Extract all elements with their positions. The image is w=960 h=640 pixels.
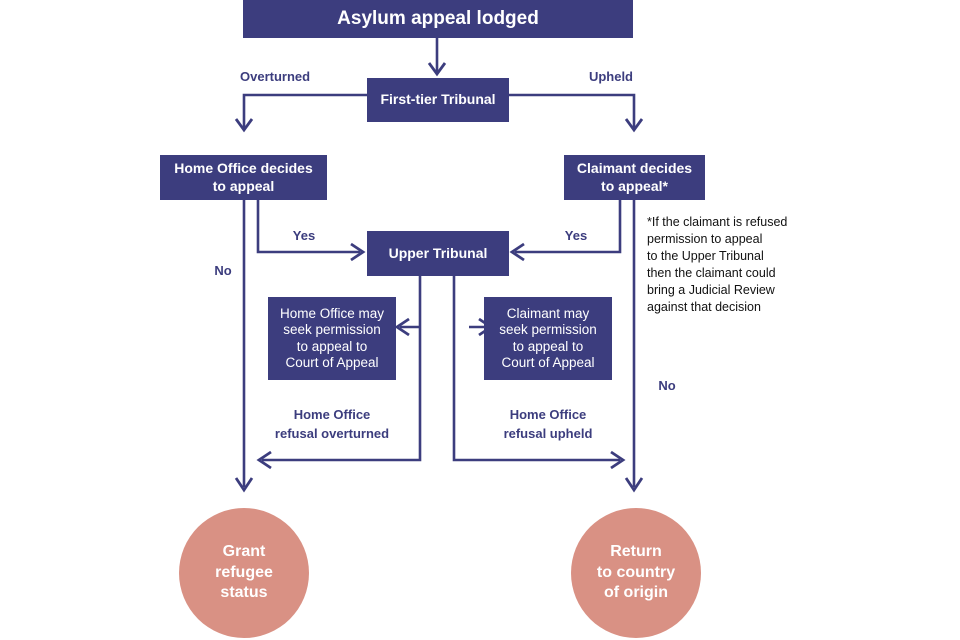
node-home-office-seek-permission[interactable]: Home Office may seek permission to appea…: [268, 297, 396, 380]
edge-label-no-right: No: [658, 378, 676, 393]
node-asylum-appeal-lodged[interactable]: Asylum appeal lodged: [243, 0, 633, 38]
outcome-return-to-country-of-origin[interactable]: Return to country of origin: [571, 508, 701, 638]
node-label: Asylum appeal lodged: [337, 8, 539, 30]
edge-label-no-left: No: [214, 263, 232, 278]
node-label: Claimant may seek permission to appeal t…: [499, 305, 597, 370]
edge-label-overturned: Overturned: [240, 69, 311, 84]
node-home-office-decides-to-appeal[interactable]: Home Office decides to appeal: [160, 155, 327, 200]
node-claimant-decides-to-appeal[interactable]: Claimant decides to appeal*: [564, 155, 705, 200]
node-upper-tribunal[interactable]: Upper Tribunal: [367, 231, 509, 276]
node-label: First-tier Tribunal: [380, 91, 496, 108]
outcome-grant-refugee-status[interactable]: Grant refugee status: [179, 508, 309, 638]
node-label: Home Office decides to appeal: [174, 160, 313, 194]
outcome-label: Grant refugee status: [215, 542, 273, 602]
node-label: Upper Tribunal: [388, 244, 488, 261]
footnote-judicial-review: *If the claimant is refused permission t…: [647, 215, 788, 314]
node-label: Claimant decides to appeal*: [576, 160, 693, 194]
node-label: Home Office may seek permission to appea…: [279, 305, 385, 370]
edge-label-yes-right: Yes: [564, 228, 588, 243]
edge-label-yes-left: Yes: [292, 228, 316, 243]
node-claimant-seek-permission[interactable]: Claimant may seek permission to appeal t…: [484, 297, 612, 380]
edge-label-home-office-refusal-upheld: Home Office refusal upheld: [503, 407, 593, 441]
node-first-tier-tribunal[interactable]: First-tier Tribunal: [367, 78, 509, 122]
outcome-label: Return to country of origin: [596, 542, 676, 602]
edge-label-home-office-refusal-overturned: Home Office refusal overturned: [274, 407, 390, 441]
edge-label-upheld: Upheld: [588, 69, 633, 84]
